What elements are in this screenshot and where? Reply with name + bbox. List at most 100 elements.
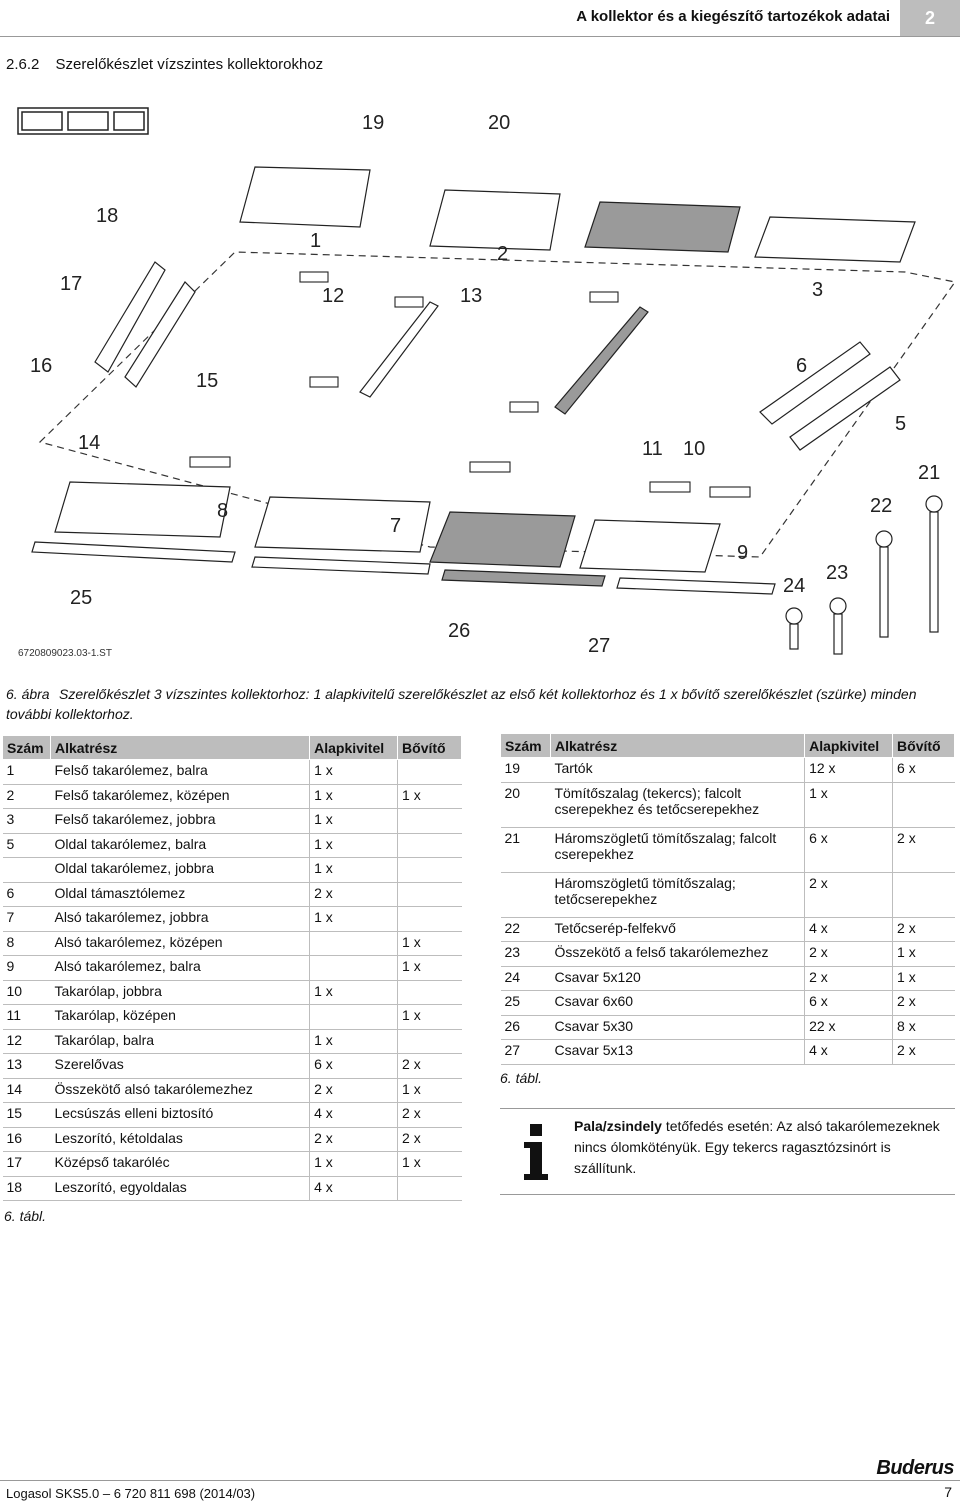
cell-part: Felső takarólemez, balra xyxy=(50,759,310,785)
cell-basic: 1 x xyxy=(309,759,398,785)
cell-number xyxy=(500,872,551,918)
cell-part: Csavar 5x13 xyxy=(550,1039,805,1065)
callout-16: 12 xyxy=(322,285,344,307)
cell-basic xyxy=(309,931,398,956)
cell-extension: 2 x xyxy=(397,1127,462,1152)
callout-20: 17 xyxy=(60,273,82,295)
cell-number: 22 xyxy=(500,917,551,942)
cell-basic: 1 x xyxy=(309,833,398,858)
cell-basic: 22 x xyxy=(804,1015,893,1040)
cell-extension xyxy=(397,980,462,1005)
section-title: Szerelőkészlet vízszintes kollektorokhoz xyxy=(55,56,324,73)
table-header-row: Szám Alkatrész Alapkivitel Bővítő xyxy=(500,733,955,758)
cell-extension xyxy=(397,1029,462,1054)
callout-3: 3 xyxy=(812,279,823,301)
cell-number: 10 xyxy=(2,980,51,1005)
cell-number: 19 xyxy=(500,757,551,783)
cell-part: Alsó takarólemez, jobbra xyxy=(50,906,310,932)
cell-number: 3 xyxy=(2,808,51,834)
callout-22: 19 xyxy=(362,112,384,134)
cell-number: 27 xyxy=(500,1039,551,1065)
cell-basic: 2 x xyxy=(804,966,893,991)
info-bold: Pala/zsindely xyxy=(574,1118,662,1134)
mounting-bars xyxy=(359,301,649,415)
cell-part: Takarólap, jobbra xyxy=(50,980,310,1005)
cell-number: 12 xyxy=(2,1029,51,1054)
cell-basic: 4 x xyxy=(309,1176,398,1201)
cell-extension xyxy=(397,808,462,834)
info-rule-bottom xyxy=(500,1194,955,1195)
callout-10: 27 xyxy=(588,635,610,657)
cell-basic: 6 x xyxy=(804,990,893,1016)
caption-text: Szerelőkészlet 3 vízszintes kollektorhoz… xyxy=(6,686,917,722)
cell-extension: 1 x xyxy=(397,1004,462,1030)
cell-extension: 6 x xyxy=(892,757,955,783)
cell-part: Takarólap, balra xyxy=(50,1029,310,1054)
cell-part: Tetőcserép-felfekvő xyxy=(550,917,805,942)
cell-extension xyxy=(397,882,462,907)
cell-basic: 2 x xyxy=(309,882,398,907)
top-cover-plates xyxy=(239,166,916,263)
cell-number: 7 xyxy=(2,906,51,932)
callout-5: 5 xyxy=(895,413,906,435)
header-divider xyxy=(0,36,960,37)
cell-extension: 1 x xyxy=(892,941,955,967)
cell-basic: 1 x xyxy=(309,784,398,809)
assembly-outline xyxy=(38,251,957,558)
col-header-basic: Alapkivitel xyxy=(309,735,399,760)
cell-extension: 2 x xyxy=(892,1039,955,1065)
cell-basic: 4 x xyxy=(804,1039,893,1065)
side-rails xyxy=(94,261,901,451)
cell-basic: 2 x xyxy=(309,1078,398,1103)
cell-extension: 2 x xyxy=(892,827,955,873)
cell-extension: 1 x xyxy=(397,1151,462,1177)
cell-extension: 1 x xyxy=(397,1078,462,1103)
cell-part: Oldal takarólemez, jobbra xyxy=(50,857,310,883)
callout-25: 22 xyxy=(870,495,892,517)
collector-array-symbol xyxy=(17,107,149,135)
cell-number: 15 xyxy=(2,1102,51,1128)
cell-extension xyxy=(397,1176,462,1201)
cell-extension: 2 x xyxy=(397,1053,462,1079)
cell-basic: 6 x xyxy=(309,1053,398,1079)
section-number: 2.6.2 xyxy=(6,56,40,73)
info-body: tetőfedés esetén: Az alsó takarólemezekn… xyxy=(574,1118,940,1176)
cell-number: 17 xyxy=(2,1151,51,1177)
col-header-part: Alkatrész xyxy=(49,735,311,760)
cell-number: 14 xyxy=(2,1078,51,1103)
cell-part: Háromszögletű tömítőszalag; tetőcserepek… xyxy=(550,872,805,918)
cell-number: 23 xyxy=(500,941,551,967)
chapter-badge: 2 xyxy=(900,0,960,36)
cell-basic: 2 x xyxy=(804,872,893,918)
mounting-kit-figure: 19 20 18 1 2 17 12 13 3 16 15 6 14 11 10… xyxy=(0,92,960,672)
callout-7: 9 xyxy=(737,542,748,564)
footer-divider xyxy=(0,1480,960,1481)
cell-number: 26 xyxy=(500,1015,551,1040)
small-brackets xyxy=(189,271,751,498)
callout-11: 26 xyxy=(448,620,470,642)
cell-number: 5 xyxy=(2,833,51,858)
cell-part: Felső takarólemez, jobbra xyxy=(50,808,310,834)
info-icon xyxy=(524,1124,548,1180)
page-header: A kollektor és a kiegészítő tartozékok a… xyxy=(0,0,960,36)
table-header-row: Szám Alkatrész Alapkivitel Bővítő xyxy=(2,735,462,760)
cell-extension xyxy=(397,833,462,858)
table-right-label: 6. tábl. xyxy=(500,1070,543,1086)
cell-basic xyxy=(309,955,398,981)
section-heading: 2.6.2 Szerelőkészlet vízszintes kollekto… xyxy=(6,56,323,73)
